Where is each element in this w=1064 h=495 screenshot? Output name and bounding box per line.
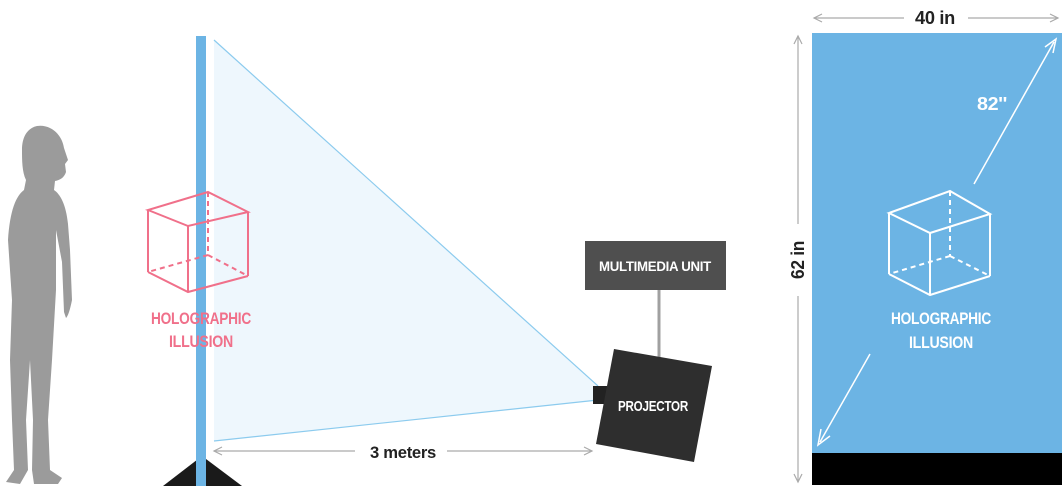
multimedia-unit-label: MULTIMEDIA UNIT (599, 258, 712, 274)
width-dimension (812, 13, 1060, 23)
foil-screen-base-segment (196, 456, 206, 486)
hologram-label-line1: HOLOGRAPHIC (151, 309, 251, 328)
projector-label: PROJECTOR (618, 398, 688, 415)
person-silhouette-icon (6, 125, 72, 484)
projector-icon: PROJECTOR (593, 349, 712, 462)
distance-dimension (212, 446, 594, 456)
foil-screen (196, 36, 206, 486)
height-dimension (793, 34, 803, 484)
side-view-diagram: HOLOGRAPHIC ILLUSION MULTIMEDIA UNIT PRO… (6, 36, 726, 486)
height-label: 62 in (788, 241, 808, 279)
wireframe-cube-icon (886, 189, 993, 297)
beam-edge-top (213, 39, 599, 387)
wireframe-cube-icon (144, 190, 251, 294)
hologram-label-line1: HOLOGRAPHIC (891, 309, 991, 328)
width-label: 40 in (915, 8, 955, 28)
front-view-diagram: 40 in 62 in 82'' (788, 8, 1062, 485)
diagonal-label: 82'' (977, 94, 1007, 114)
double-arrow-icon (816, 37, 1058, 447)
hologram-label-line2: ILLUSION (169, 332, 233, 351)
projection-beam (214, 40, 598, 441)
holo-screen-base (812, 453, 1062, 485)
distance-label: 3 meters (370, 443, 436, 462)
beam-edge-bottom (213, 399, 599, 442)
hologram-label-line2: ILLUSION (909, 333, 973, 352)
multimedia-unit-box (585, 241, 726, 290)
